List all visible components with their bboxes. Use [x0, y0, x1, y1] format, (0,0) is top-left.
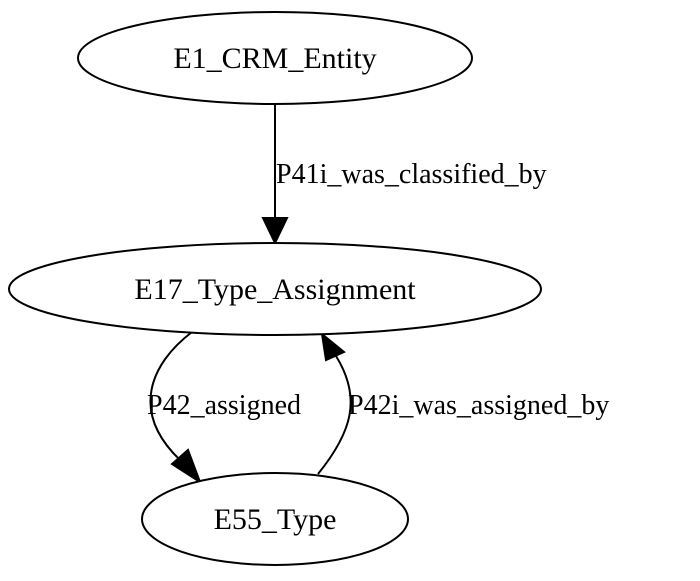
edge-label-was-assigned-by: P42i_was_assigned_by [348, 390, 609, 421]
edge-line-assigned [149, 331, 193, 461]
node-crm-entity[interactable]: E1_CRM_Entity [77, 11, 473, 105]
edge-was-classified-by: P41i_was_classified_by [261, 104, 547, 246]
edge-was-assigned-by: P42i_was_assigned_by [317, 331, 609, 475]
node-shape-type [141, 472, 409, 566]
node-shape-type-assignment [8, 242, 542, 336]
node-type-assignment[interactable]: E17_Type_Assignment [8, 242, 542, 336]
node-label-crm-entity: E1_CRM_Entity [173, 42, 376, 75]
edge-assigned: P42_assigned [147, 331, 301, 485]
node-label-type-assignment: E17_Type_Assignment [134, 273, 416, 306]
node-type[interactable]: E55_Type [141, 472, 409, 566]
arrowhead-was-classified-by [261, 217, 289, 246]
edge-label-assigned: P42_assigned [147, 390, 301, 421]
node-shape-crm-entity [77, 11, 473, 105]
edge-label-was-classified-by: P41i_was_classified_by [276, 159, 547, 190]
edge-line-was-assigned-by [317, 355, 352, 475]
node-label-type: E55_Type [214, 503, 337, 536]
arrowhead-was-assigned-by [320, 331, 346, 362]
arrowhead-assigned [170, 448, 202, 485]
